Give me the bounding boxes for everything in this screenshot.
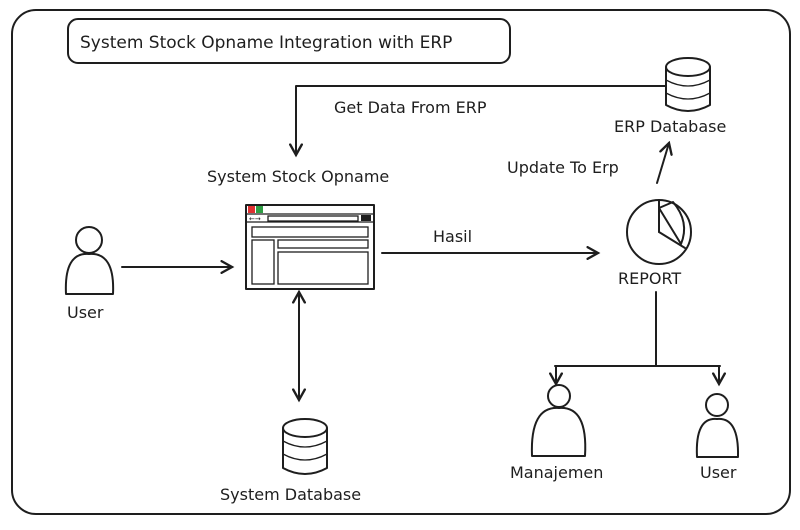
title-box: System Stock Opname Integration with ERP — [67, 18, 511, 64]
get-data-label: Get Data From ERP — [334, 98, 487, 117]
erp-database-label: ERP Database — [614, 117, 726, 136]
user-left-icon — [64, 226, 115, 295]
manajemen-label: Manajemen — [510, 463, 603, 482]
user-right-icon — [695, 393, 740, 458]
user-right-label: User — [700, 463, 737, 482]
browser-window-icon: ←→ — [245, 204, 375, 290]
erp-database-icon — [665, 57, 711, 112]
system-stock-opname-label: System Stock Opname — [207, 167, 389, 186]
outer-frame — [11, 9, 791, 515]
report-label: REPORT — [618, 269, 681, 288]
hasil-label: Hasil — [433, 227, 472, 246]
svg-text:←→: ←→ — [249, 215, 261, 223]
user-left-label: User — [67, 303, 104, 322]
get-data-arrow — [296, 85, 667, 155]
diagram-title: System Stock Opname Integration with ERP — [80, 33, 452, 53]
manajemen-user-icon — [530, 384, 587, 457]
update-to-erp-label: Update To Erp — [507, 158, 619, 177]
system-database-label: System Database — [220, 485, 361, 504]
report-pie-icon — [626, 199, 692, 265]
update-to-erp-arrow — [656, 143, 669, 184]
browser-close-dot — [248, 206, 255, 213]
browser-max-dot — [256, 206, 263, 213]
system-database-icon — [282, 418, 328, 475]
